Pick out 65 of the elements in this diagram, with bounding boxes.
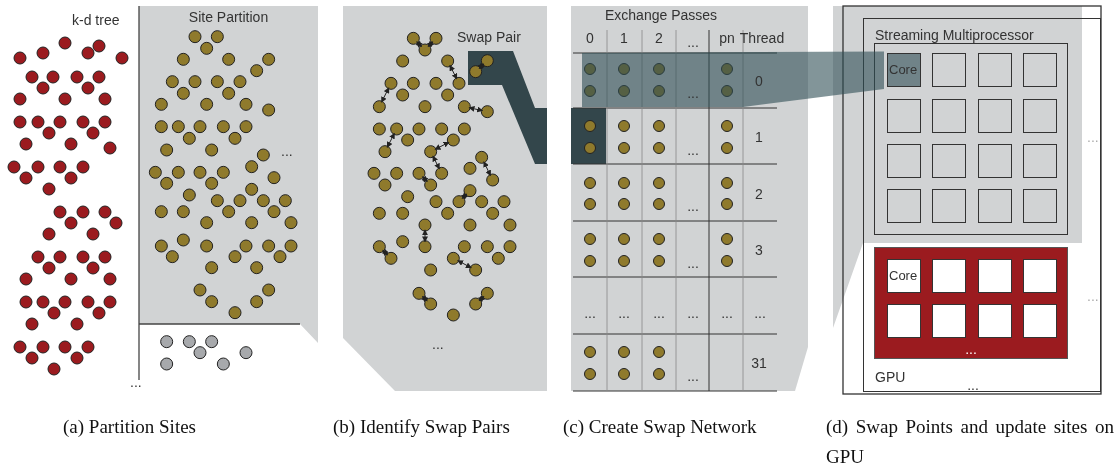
table-text: ... bbox=[432, 336, 444, 352]
table-text: 1 bbox=[619, 30, 629, 46]
core-box bbox=[887, 259, 921, 293]
table-text: ... bbox=[130, 374, 142, 390]
panel-title: Streaming Multiprocessor bbox=[875, 27, 1034, 43]
table-text: ... bbox=[686, 34, 700, 50]
core-box bbox=[978, 304, 1012, 338]
table-text: ... bbox=[1087, 129, 1099, 145]
table-text: 3 bbox=[754, 242, 764, 258]
table-text: ... bbox=[686, 198, 700, 214]
figure-caption: (b) Identify Swap Pairs bbox=[333, 415, 511, 439]
box-label: GPU bbox=[875, 369, 906, 385]
core-box bbox=[1023, 304, 1057, 338]
core-box bbox=[978, 144, 1012, 178]
table-text: ... bbox=[686, 255, 700, 271]
core-box bbox=[978, 259, 1012, 293]
panel-title: Site Partition bbox=[187, 9, 270, 25]
memory-block bbox=[874, 247, 1068, 359]
core-box bbox=[932, 189, 966, 223]
table-text: 0 bbox=[585, 30, 595, 46]
figure-caption: (d) Swap Points and update sites on GPU bbox=[826, 415, 1114, 469]
figure-caption: (a) Partition Sites bbox=[63, 415, 197, 439]
core-box bbox=[978, 53, 1012, 87]
core-box bbox=[887, 304, 921, 338]
table-text: ... bbox=[281, 143, 293, 159]
table-text: 31 bbox=[750, 355, 768, 371]
core-box bbox=[932, 53, 966, 87]
core-label: Core bbox=[889, 268, 918, 284]
core-box bbox=[932, 259, 966, 293]
table-text: ... bbox=[720, 305, 734, 321]
core-box bbox=[932, 144, 966, 178]
table-text: 1 bbox=[754, 129, 764, 145]
core-box bbox=[887, 144, 921, 178]
figure-caption: (c) Create Swap Network bbox=[563, 415, 758, 439]
core-box bbox=[932, 99, 966, 133]
core-box bbox=[1023, 259, 1057, 293]
core-box bbox=[1023, 189, 1057, 223]
core-box bbox=[1023, 53, 1057, 87]
core-label: Core bbox=[889, 62, 918, 78]
ellipsis: ... bbox=[964, 341, 978, 357]
core-box bbox=[978, 189, 1012, 223]
table-text: ... bbox=[617, 305, 631, 321]
core-box bbox=[1023, 99, 1057, 133]
table-text: ... bbox=[753, 305, 767, 321]
table-text: ... bbox=[652, 305, 666, 321]
core-box bbox=[887, 189, 921, 223]
core-box bbox=[887, 53, 921, 87]
table-text: ... bbox=[583, 305, 597, 321]
panel-title: Exchange Passes bbox=[605, 7, 718, 23]
table-text: 2 bbox=[754, 186, 764, 202]
table-text: ... bbox=[686, 305, 700, 321]
table-text: ... bbox=[686, 85, 700, 101]
core-box bbox=[1023, 144, 1057, 178]
table-text: ... bbox=[1087, 288, 1099, 304]
table-text: ... bbox=[686, 142, 700, 158]
core-box bbox=[978, 99, 1012, 133]
table-text: Thread bbox=[738, 30, 786, 46]
table-text: ... bbox=[966, 377, 980, 393]
text-label: k-d tree bbox=[72, 12, 120, 28]
table-text: ... bbox=[686, 368, 700, 384]
core-box bbox=[887, 99, 921, 133]
table-text: 0 bbox=[754, 73, 764, 89]
highlight-label: Swap Pair bbox=[457, 29, 521, 45]
table-text: 2 bbox=[654, 30, 664, 46]
core-box bbox=[932, 304, 966, 338]
